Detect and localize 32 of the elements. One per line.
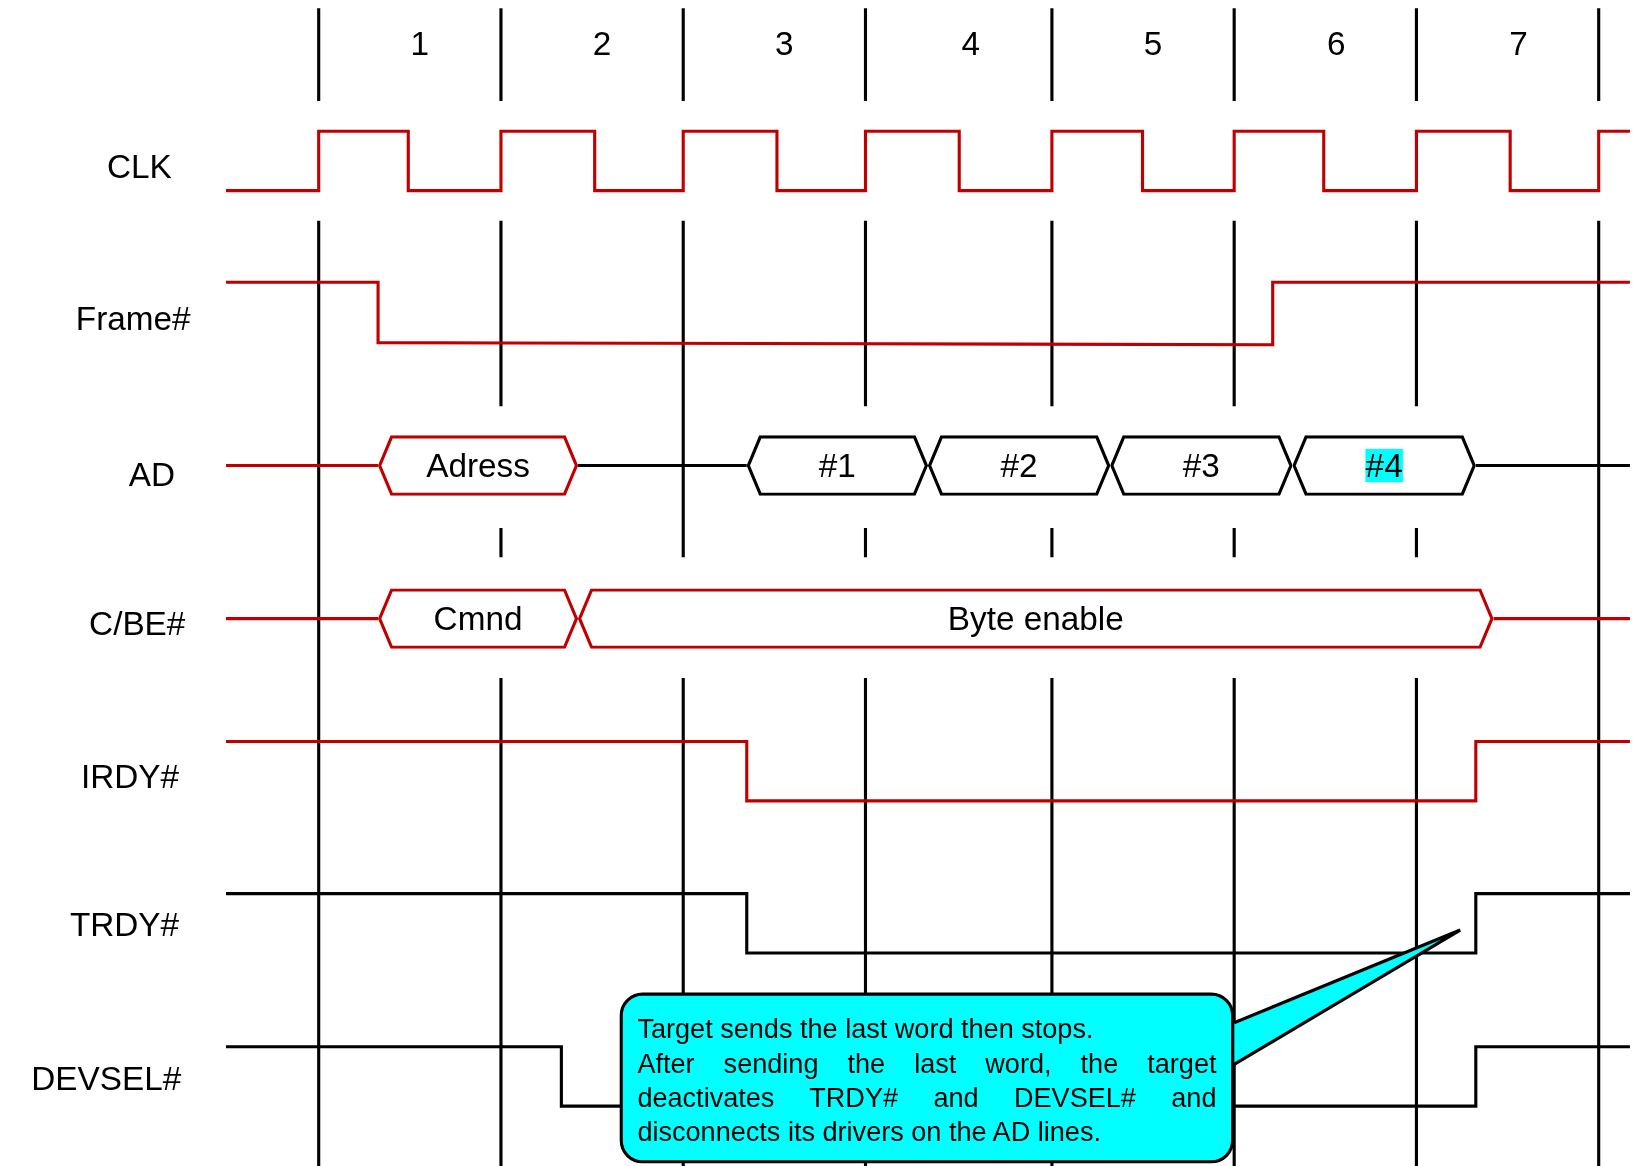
bus-phase-label: Byte enable — [947, 602, 1124, 636]
bus-phase-label: #2 — [1000, 448, 1038, 483]
cycle-number: 3 — [775, 27, 794, 61]
bus-phase-hexagon — [378, 435, 579, 496]
bus-phase-label: #3 — [1182, 448, 1220, 483]
cycle-number: 4 — [961, 27, 980, 61]
signal-name: AD — [128, 458, 175, 492]
bus-phase-label: Adress — [426, 448, 530, 483]
callout-box — [619, 992, 1235, 1164]
bus-phase-hexagon — [1292, 435, 1476, 496]
cycle-number: 1 — [410, 27, 429, 61]
signal-name: Frame# — [75, 302, 191, 336]
bus-phase-label: Cmnd — [433, 602, 523, 636]
signal-name: TRDY# — [69, 908, 180, 942]
bus-phase-hexagon — [928, 435, 1111, 496]
callout-text: After sending the last word, the target deactivates TRDY# and DEVSEL# and disconnects its drivers on the AD lines. — [637, 1046, 1217, 1150]
signal-line — [578, 464, 747, 468]
cycle-number: 6 — [1327, 27, 1346, 61]
callout-text: Target sends the last word then stops. — [637, 1012, 1095, 1047]
signal-name: IRDY# — [81, 760, 180, 794]
bus-phase-hexagon — [1110, 435, 1293, 496]
signal-name: DEVSEL# — [31, 1062, 182, 1096]
cycle-number: 5 — [1143, 27, 1163, 61]
bus-phase-label: #4 — [1365, 448, 1403, 483]
signal-name: C/BE# — [89, 607, 186, 641]
signal-name: CLK — [107, 150, 172, 184]
cycle-number: 2 — [592, 27, 612, 61]
cycle-number: 7 — [1509, 27, 1528, 61]
bus-phase-hexagon — [378, 588, 579, 649]
callout-pointer — [1232, 928, 1462, 1066]
bus-phase-label: #1 — [818, 448, 856, 483]
bus-phase-hexagon — [746, 435, 928, 496]
